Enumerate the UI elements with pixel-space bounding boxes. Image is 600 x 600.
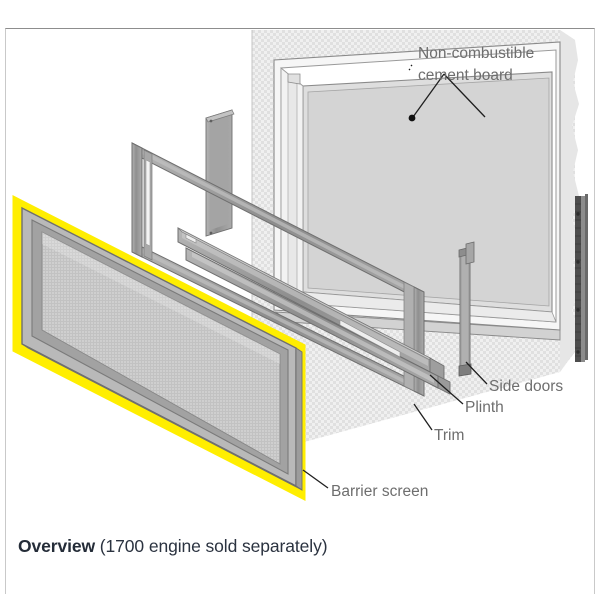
side-door-left: [458, 246, 472, 377]
vertical-pilaster: [205, 109, 235, 237]
label-cement-board-line2: cement board: [418, 67, 513, 84]
label-layer: Non-combustible cement board Side doors …: [331, 45, 563, 500]
label-barrier-screen: Barrier screen: [331, 483, 428, 500]
label-trim: Trim: [434, 427, 464, 444]
label-plinth: Plinth: [465, 399, 504, 416]
figure-caption: Overview (1700 engine sold separately): [18, 536, 328, 557]
side-door-right: [465, 241, 475, 265]
label-cement-board-line1: Non-combustible: [418, 45, 534, 62]
caption-subtitle: (1700 engine sold separately): [95, 536, 328, 556]
caption-title: Overview: [18, 536, 96, 556]
trim-frame: [131, 142, 425, 397]
label-side-doors: Side doors: [489, 378, 563, 395]
leader-lines: [302, 64, 488, 489]
wall-stud-edge: [575, 194, 588, 362]
barrier-screen-part: [12, 195, 306, 501]
plinth-rail-lower: [185, 247, 451, 395]
